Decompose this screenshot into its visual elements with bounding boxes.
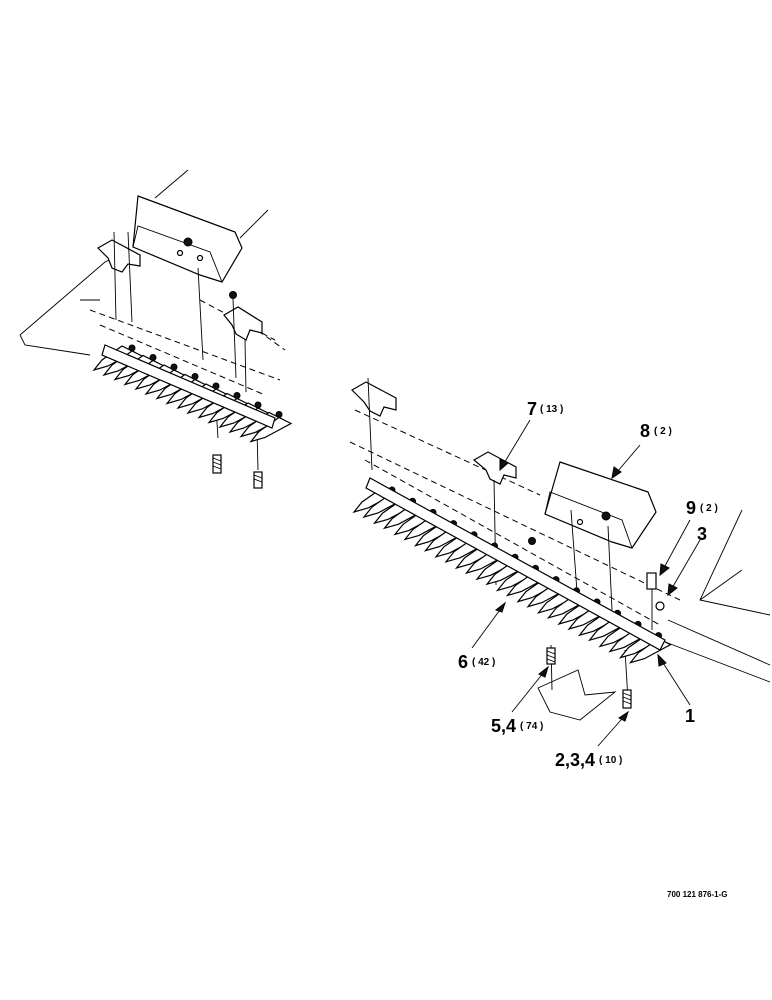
callout-8: 8( 2 ): [640, 421, 672, 441]
callout-9: 9( 2 ): [686, 498, 718, 518]
callout-7: 7( 13 ): [527, 399, 563, 419]
knife-clip-left-2: [223, 306, 263, 341]
right-assembly: [349, 377, 771, 721]
knife-clip-item-7: [351, 381, 397, 417]
left-assembly: [19, 169, 293, 489]
callout-2-3-4: 2,3,4( 10 ): [555, 750, 622, 770]
callouts: 7( 13 ) 8( 2 ) 9( 2 ) 3 6( 42 ) 5,4( 74 …: [458, 399, 728, 899]
callout-6: 6( 42 ): [458, 652, 495, 672]
callout-3: 3: [697, 524, 707, 544]
callout-5-4: 5,4( 74 ): [491, 716, 543, 736]
document-id: 700 121 876-1-G: [667, 890, 728, 899]
leader-lines: [471, 419, 701, 747]
callout-1: 1: [685, 706, 695, 726]
knife-clip-item-7b: [472, 451, 517, 485]
hold-down-plate-item-8: [544, 461, 657, 549]
